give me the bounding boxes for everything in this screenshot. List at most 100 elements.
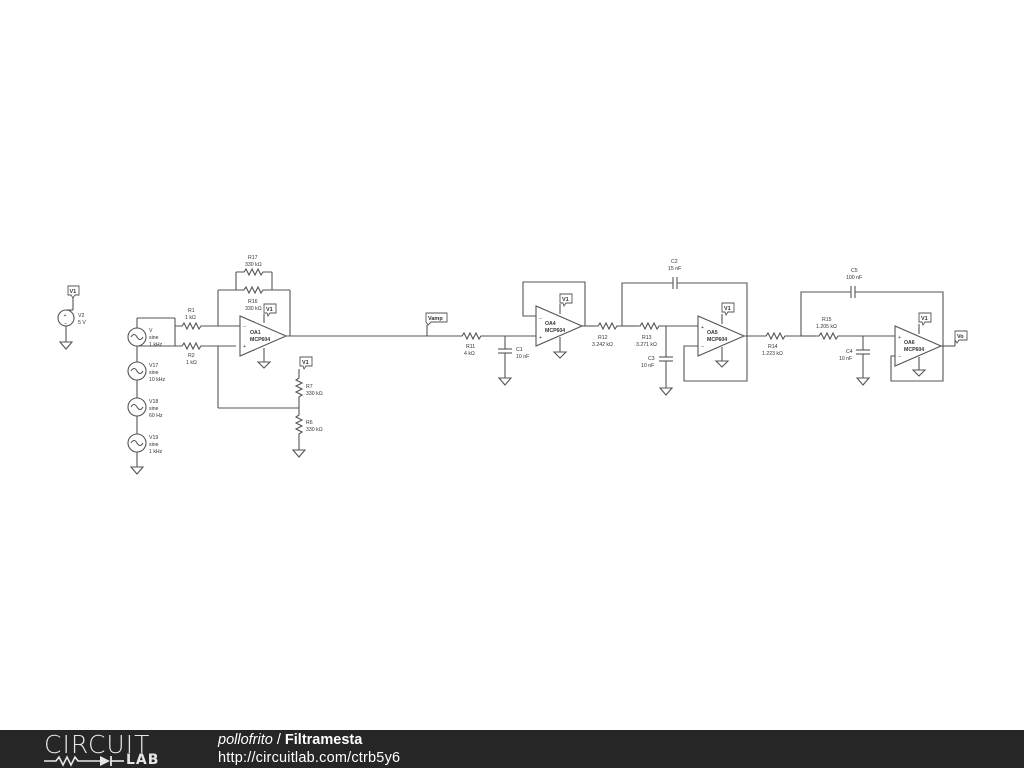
net-tag-v1-divider: V1 (299, 356, 313, 371)
svg-text:MCP604: MCP604 (545, 328, 565, 334)
resistor-r11: R11 4 kΩ (457, 331, 505, 357)
svg-text:1 kHz: 1 kHz (149, 449, 163, 455)
svg-text:R17: R17 (248, 255, 258, 261)
opamp-oa4: − + OA4 MCP604 (535, 304, 584, 359)
net-tag-v1-oa1: V1 (263, 303, 277, 318)
svg-text:3.242 kΩ: 3.242 kΩ (592, 342, 613, 348)
svg-text:1 kΩ: 1 kΩ (185, 315, 196, 321)
svg-text:R7: R7 (306, 384, 313, 390)
svg-text:3.271 kΩ: 3.271 kΩ (636, 342, 657, 348)
svg-text:1.205 kΩ: 1.205 kΩ (816, 324, 837, 330)
svg-text:V18: V18 (149, 399, 158, 405)
svg-text:330 kΩ: 330 kΩ (306, 427, 323, 433)
svg-text:R12: R12 (598, 335, 608, 341)
project-credit: pollofrito / Filtramesta (218, 732, 362, 749)
svg-text:V1: V1 (266, 307, 273, 313)
credit-separator: / (276, 732, 281, 748)
v2-name: V2 (78, 313, 84, 319)
svg-text:+: + (701, 325, 704, 331)
svg-text:+: + (243, 344, 246, 350)
resistor-r2: R2 1 kΩ (175, 341, 236, 366)
opamp-oa1: − + OA1 MCP604 (239, 314, 288, 369)
net-tag-vo: Vo (954, 330, 968, 344)
logo-circuit-text: CIRCUIT (44, 730, 151, 759)
v2-plus: + (64, 313, 67, 319)
svg-text:V1: V1 (562, 297, 569, 303)
svg-text:sine: sine (149, 406, 159, 412)
svg-text:60 Hz: 60 Hz (149, 413, 163, 419)
svg-text:V1: V1 (302, 360, 309, 366)
svg-text:330 kΩ: 330 kΩ (306, 391, 323, 397)
svg-text:C3: C3 (648, 356, 655, 362)
net-tag-v1-oa5: V1 (721, 302, 735, 317)
svg-text:1 kΩ: 1 kΩ (186, 360, 197, 366)
source-v: V sine 1 kHz (149, 328, 163, 348)
svg-text:330 kΩ: 330 kΩ (245, 306, 262, 312)
svg-text:R13: R13 (642, 335, 652, 341)
source-v19: V19 sine 1 kHz (149, 435, 163, 455)
svg-text:100 nF: 100 nF (846, 275, 862, 281)
svg-text:V1: V1 (921, 316, 928, 322)
v2-minus: − (64, 321, 67, 327)
svg-text:R14: R14 (768, 344, 778, 350)
svg-text:1 kHz: 1 kHz (149, 342, 163, 348)
svg-text:4 kΩ: 4 kΩ (464, 351, 475, 357)
svg-text:OA4: OA4 (545, 321, 556, 327)
svg-text:330 kΩ: 330 kΩ (245, 262, 262, 268)
author-name[interactable]: pollofrito (218, 732, 273, 748)
svg-text:−: − (701, 344, 704, 350)
svg-text:MCP604: MCP604 (904, 347, 924, 353)
svg-text:1.223 kΩ: 1.223 kΩ (762, 351, 783, 357)
svg-text:+: + (898, 335, 901, 341)
capacitor-c1: C1 10 nF (497, 336, 529, 386)
svg-text:15 nF: 15 nF (668, 266, 681, 272)
logo-lab-text: LAB (126, 752, 160, 768)
project-url[interactable]: http://circuitlab.com/ctrb5y6 (218, 750, 401, 766)
svg-text:10 nF: 10 nF (839, 356, 852, 362)
resistor-r7: R7 330 kΩ (294, 369, 323, 408)
svg-text:Vamp: Vamp (428, 316, 443, 322)
svg-text:R1: R1 (188, 308, 195, 314)
svg-text:R15: R15 (822, 317, 832, 323)
svg-text:V19: V19 (149, 435, 158, 441)
svg-text:MCP604: MCP604 (250, 337, 270, 343)
source-v18: V18 sine 60 Hz (149, 399, 163, 419)
svg-text:10 nF: 10 nF (641, 363, 654, 369)
svg-text:R16: R16 (248, 299, 258, 305)
svg-text:+: + (539, 335, 542, 341)
svg-text:OA6: OA6 (904, 340, 915, 346)
resistor-r17: R17 330 kΩ (236, 255, 272, 277)
svg-text:sine: sine (149, 335, 159, 341)
svg-text:V: V (149, 328, 153, 334)
svg-text:C4: C4 (846, 349, 853, 355)
svg-text:Vo: Vo (957, 334, 964, 340)
net-tag-v1-oa6: V1 (918, 312, 932, 327)
svg-text:OA1: OA1 (250, 330, 261, 336)
resistor-r12: R12 3.242 kΩ (592, 321, 622, 348)
capacitor-c5: C5 100 nF (800, 268, 944, 346)
svg-text:OA5: OA5 (707, 330, 718, 336)
capacitor-c4: C4 10 nF (839, 336, 871, 386)
circuitlab-logo[interactable]: CIRCUIT LAB (44, 730, 174, 768)
svg-text:−: − (898, 354, 901, 360)
supply-v2: + − V2 5 V (57, 296, 86, 350)
svg-text:C1: C1 (516, 347, 523, 353)
svg-text:−: − (243, 324, 246, 330)
footer-bar: CIRCUIT LAB pollofrito / Filtramesta htt… (0, 730, 1024, 768)
resistor-r1: R1 1 kΩ (175, 308, 218, 331)
resistor-diode-logo-icon (44, 755, 124, 767)
resistor-r16: R16 330 kΩ (236, 285, 272, 312)
svg-text:C2: C2 (671, 259, 678, 265)
schematic: + − V2 5 V V1 V sine 1 kHz V17 sine 10 k… (57, 255, 968, 475)
net-tag-v1-supply: V1 (67, 285, 80, 299)
svg-text:R2: R2 (188, 353, 195, 359)
source-v17: V17 sine 10 kHz (149, 363, 166, 383)
resistor-r14: R14 1.223 kΩ (762, 331, 801, 357)
resistor-r15: R15 1.205 kΩ (815, 317, 863, 341)
resistor-r6: R6 330 kΩ (291, 408, 323, 458)
svg-text:V1: V1 (70, 289, 77, 295)
resistor-r13: R13 3.271 kΩ (636, 321, 666, 348)
svg-text:10 nF: 10 nF (516, 354, 529, 360)
v2-value: 5 V (78, 320, 86, 326)
project-title[interactable]: Filtramesta (284, 732, 363, 748)
